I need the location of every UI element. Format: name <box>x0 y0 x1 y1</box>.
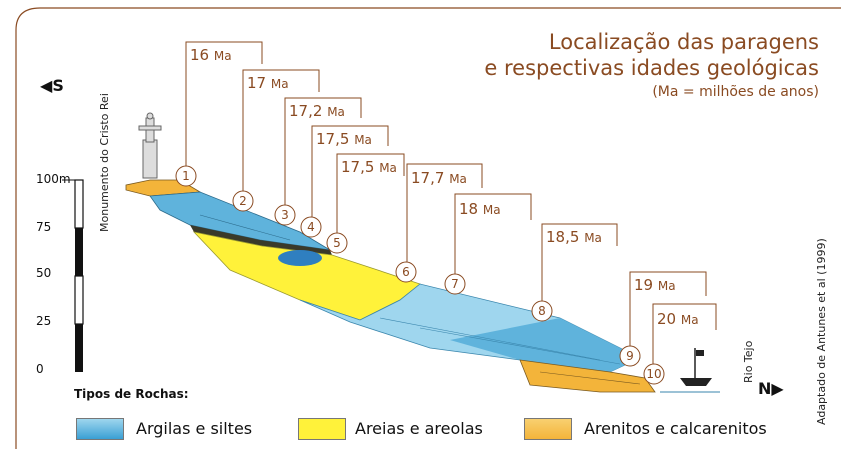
legend-heading: Tipos de Rochas: <box>74 387 189 401</box>
cristo-rei-monument-icon <box>138 112 162 179</box>
stop-marker-8: 8 <box>531 300 553 322</box>
scale-bar <box>62 179 84 372</box>
stop-marker-10: 10 <box>643 363 665 385</box>
stop-leaders <box>185 41 717 366</box>
svg-text:2: 2 <box>239 194 247 208</box>
svg-text:1: 1 <box>182 169 190 183</box>
age-label-1: 16 Ma <box>190 46 232 64</box>
svg-text:4: 4 <box>307 220 315 234</box>
legend-swatch-sandstone <box>524 418 572 440</box>
title-line-1: Localização das paragens <box>548 30 819 54</box>
legend-label-sandstone: Arenitos e calcarenitos <box>584 419 767 438</box>
svg-text:10: 10 <box>646 367 661 381</box>
stop-marker-3: 3 <box>274 204 296 226</box>
scale-tick-100: 100m <box>36 172 71 186</box>
legend-label-clay: Argilas e siltes <box>136 419 253 438</box>
stop-marker-6: 6 <box>395 261 417 283</box>
stop-marker-1: 1 <box>175 165 197 187</box>
boat-icon <box>660 348 720 393</box>
legend-swatch-clay <box>76 418 124 440</box>
arrow-left-icon: ◀ <box>40 76 53 95</box>
scale-tick-25: 25 <box>36 314 52 328</box>
age-label-4: 17,5 Ma <box>316 130 372 148</box>
scale-tick-75: 75 <box>36 220 52 234</box>
north-direction: N▶ <box>758 379 784 398</box>
age-labels: 16 Ma 17 Ma 17,2 Ma 17,5 Ma 17,5 Ma 17,7… <box>190 46 699 328</box>
south-direction: ◀S <box>40 76 64 95</box>
legend-swatch-sand <box>298 418 346 440</box>
stop-marker-4: 4 <box>300 216 322 238</box>
title-line-2: e respectivas idades geológicas <box>484 56 819 80</box>
age-label-8: 18,5 Ma <box>546 228 602 246</box>
age-label-9: 19 Ma <box>634 276 676 294</box>
scale-tick-0: 0 <box>36 362 44 376</box>
stop-marker-5: 5 <box>326 232 348 254</box>
stop-marker-2: 2 <box>232 190 254 212</box>
svg-text:6: 6 <box>402 265 410 279</box>
north-label: N <box>758 379 772 398</box>
south-label: S <box>52 76 64 95</box>
age-label-10: 20 Ma <box>657 310 699 328</box>
svg-text:8: 8 <box>538 304 546 318</box>
geological-cross-section <box>125 179 656 393</box>
age-label-2: 17 Ma <box>247 74 289 92</box>
title-line-3: (Ma = milhões de anos) <box>652 84 819 100</box>
svg-text:7: 7 <box>451 277 459 291</box>
stop-markers: 1 2 3 4 5 6 7 8 9 10 <box>175 165 665 385</box>
stop-marker-7: 7 <box>444 273 466 295</box>
svg-text:9: 9 <box>626 349 634 363</box>
svg-text:3: 3 <box>281 208 289 222</box>
age-label-5: 17,5 Ma <box>341 158 397 176</box>
age-label-3: 17,2 Ma <box>289 102 345 120</box>
arrow-right-icon: ▶ <box>771 379 784 398</box>
age-label-7: 18 Ma <box>459 200 501 218</box>
svg-text:5: 5 <box>333 236 341 250</box>
stop-marker-9: 9 <box>619 345 641 367</box>
age-label-6: 17,7 Ma <box>411 169 467 187</box>
scale-tick-50: 50 <box>36 266 52 280</box>
legend-label-sand: Areias e areolas <box>355 419 483 438</box>
